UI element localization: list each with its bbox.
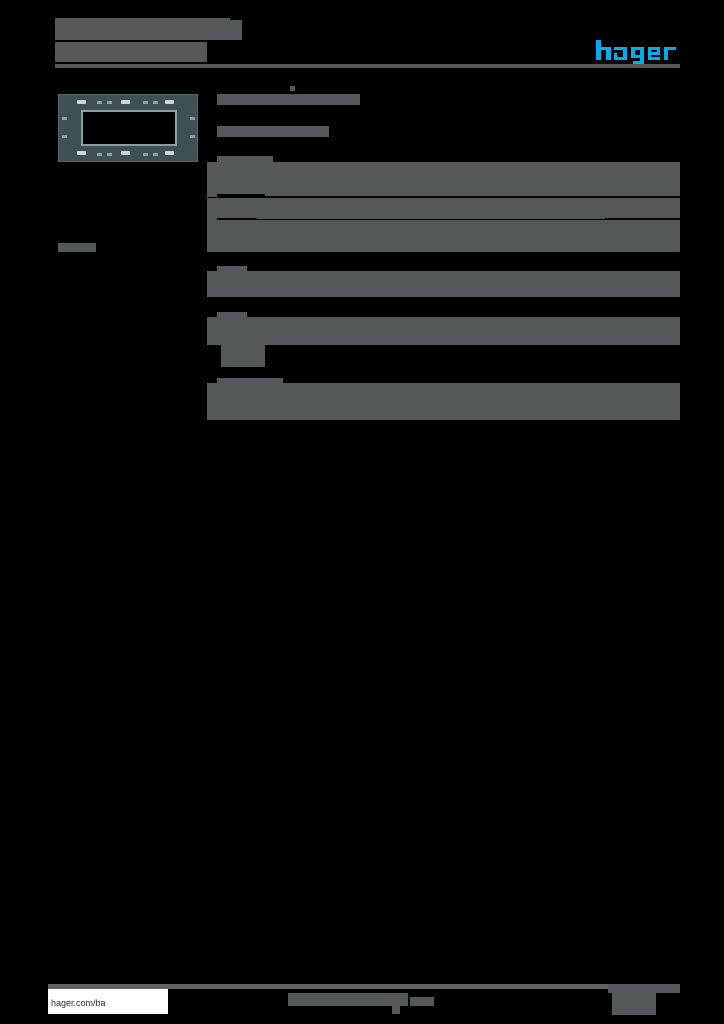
spec-row-gap <box>257 216 605 219</box>
page-footer: hager.com/ba <box>48 984 680 1015</box>
spec-row-marker <box>207 388 217 393</box>
spec-row-marker <box>207 409 217 414</box>
spec-row <box>207 383 680 420</box>
screw-icon <box>165 100 174 104</box>
page-title-line-2 <box>55 42 207 62</box>
hager-logo[interactable] <box>596 40 680 66</box>
frame-tab <box>107 101 112 104</box>
spec-subrow-extension <box>251 354 265 367</box>
spec-row-label <box>217 156 273 162</box>
spec-row-label <box>217 312 247 317</box>
frame-tab <box>153 101 158 104</box>
reference-heading <box>207 86 680 146</box>
reference-label <box>217 94 360 105</box>
product-image <box>58 94 198 162</box>
specification-table <box>207 156 680 424</box>
page-header <box>55 18 680 68</box>
reference-marker <box>290 86 295 91</box>
footer-right-text <box>612 993 656 1015</box>
frame-tab <box>97 101 102 104</box>
frame-tab <box>107 153 112 156</box>
mounting-frame-body <box>58 94 198 162</box>
spec-row <box>207 198 680 218</box>
footer-url-link[interactable]: hager.com/ba <box>51 998 106 1008</box>
footer-url-box[interactable]: hager.com/ba <box>48 989 168 1014</box>
spec-row-marker <box>207 324 217 329</box>
spec-group <box>207 378 680 420</box>
spec-row-label <box>217 266 247 271</box>
spec-row <box>207 162 680 194</box>
spec-row-marker <box>207 334 217 339</box>
screw-icon <box>121 100 130 104</box>
frame-tab <box>62 117 67 120</box>
spec-row-gap <box>265 194 680 196</box>
frame-tab <box>97 153 102 156</box>
footer-center-marker <box>392 1006 400 1014</box>
spec-value-gap <box>327 279 652 285</box>
header-divider <box>55 64 680 68</box>
frame-tab <box>190 117 195 120</box>
spec-value-gap <box>312 390 650 395</box>
mounting-frame-aperture <box>81 110 177 146</box>
spec-subrow-notch <box>227 348 234 355</box>
screw-icon <box>165 151 174 155</box>
footer-divider <box>48 984 680 989</box>
spec-value-gap <box>312 402 650 407</box>
frame-tab <box>153 153 158 156</box>
spec-group <box>207 156 680 252</box>
spec-group <box>207 312 680 368</box>
screw-icon <box>77 100 86 104</box>
frame-tab <box>143 101 148 104</box>
frame-tab <box>62 135 67 138</box>
spec-row-marker <box>207 399 217 404</box>
spec-row-marker <box>207 278 217 284</box>
screw-icon <box>121 151 130 155</box>
description-label <box>217 126 329 137</box>
spec-value-gap <box>287 327 604 334</box>
footer-center-text-2 <box>410 997 434 1006</box>
spec-row-label <box>207 194 217 197</box>
spec-row <box>207 220 680 252</box>
content-column <box>207 86 680 420</box>
page-subtitle <box>150 20 242 40</box>
frame-tab <box>190 135 195 138</box>
screw-icon <box>77 151 86 155</box>
spec-row-label <box>217 378 283 383</box>
footer-center-text <box>288 993 408 1006</box>
spec-group <box>207 266 680 300</box>
spec-row-label <box>207 216 217 220</box>
frame-tab <box>143 153 148 156</box>
footer-right-text-2 <box>608 984 680 993</box>
left-meta-label <box>58 243 96 252</box>
